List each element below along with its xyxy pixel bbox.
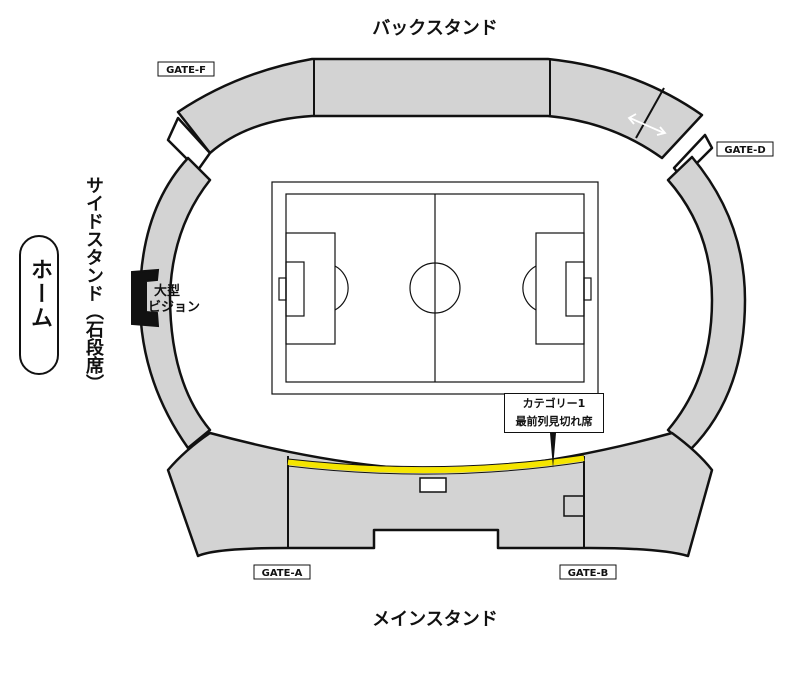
back-stand[interactable] [176, 57, 704, 160]
category-callout-line1: カテゴリー1 [522, 397, 586, 410]
side-stand[interactable] [138, 156, 212, 450]
right-stand[interactable] [666, 155, 747, 452]
category-1-front-row[interactable] [287, 455, 585, 474]
category-callout-line2: 最前列見切れ席 [515, 415, 593, 428]
large-vision-label-line2: ビジョン [148, 300, 201, 315]
svg-text:GATE-B: GATE-B [568, 568, 609, 579]
svg-text:GATE-A: GATE-A [262, 568, 303, 579]
gate-a-label: GATE-A [253, 564, 311, 580]
main-stand-box [563, 495, 585, 517]
side-stand-label: サイドスタンド（石段席） [83, 176, 104, 392]
main-stand-entrance [419, 477, 447, 493]
svg-text:GATE-D: GATE-D [724, 145, 765, 156]
back-stand-label: バックスタンド [372, 18, 497, 39]
category-callout: カテゴリー1 最前列見切れ席 [504, 393, 604, 433]
large-vision-label: 大型 ビジョン [148, 284, 200, 316]
svg-text:GATE-F: GATE-F [166, 65, 206, 76]
gate-f-label: GATE-F [157, 61, 215, 77]
home-badge [19, 235, 59, 375]
soccer-pitch [271, 181, 599, 395]
main-stand-label: メインスタンド [372, 609, 498, 630]
large-vision-label-line1: 大型 [154, 284, 181, 299]
back-stand-divider-diagonal [635, 87, 665, 139]
gate-b-label: GATE-B [559, 564, 617, 580]
category-pointer [550, 433, 556, 468]
gate-d-label: GATE-D [716, 141, 774, 157]
double-arrow-icon [627, 113, 667, 136]
home-label: ホーム [27, 258, 52, 330]
category-1-front-row-outline [287, 454, 585, 475]
main-stand[interactable] [166, 431, 714, 558]
large-vision-screen [131, 268, 160, 328]
